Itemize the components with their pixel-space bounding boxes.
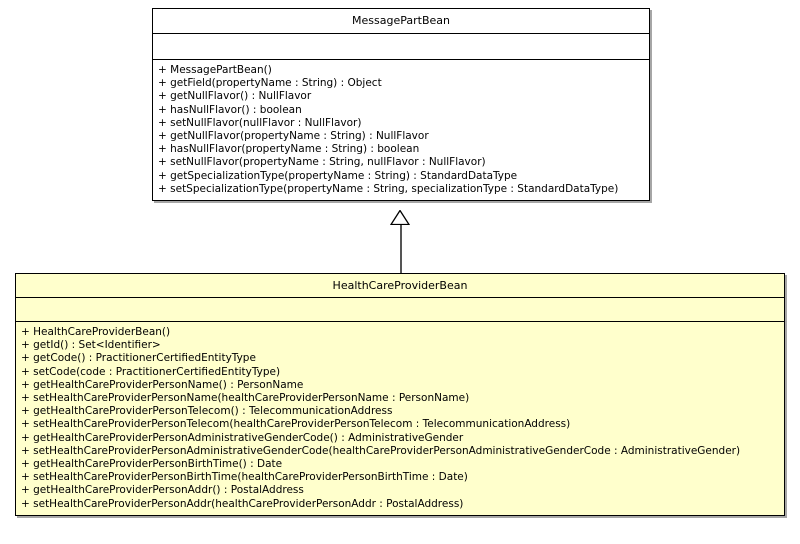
operation-line: + MessagePartBean() (158, 64, 272, 76)
operation-line: + setHealthCareProviderPersonAddr(health… (21, 497, 464, 510)
generalization-connector (380, 210, 424, 276)
operation-line: + hasNullFlavor(propertyName : String) :… (158, 143, 420, 156)
operation-line: + getId() : Set<Identifier> (21, 339, 161, 352)
operation-line: + setHealthCareProviderPersonTelecom(hea… (21, 418, 571, 431)
operation-line: + getHealthCareProviderPersonBirthTime()… (21, 458, 283, 471)
inheritance-triangle-icon (390, 210, 410, 225)
class-name-health-care-provider-bean: HealthCareProviderBean (16, 274, 784, 298)
operation-line: + hasNullFlavor() : boolean (158, 103, 302, 116)
class-box-message-part-bean[interactable]: MessagePartBean + MessagePartBean() + ge… (152, 8, 650, 202)
operation-line: + getCode() : PractitionerCertifiedEntit… (21, 352, 256, 365)
operation-line: + getHealthCareProviderPersonAddr() : Po… (21, 484, 304, 497)
operation-line: + HealthCareProviderBean() (21, 326, 171, 338)
operation-line: + getSpecializationType(propertyName : S… (158, 169, 518, 182)
operation-line: + setHealthCareProviderPersonName(health… (21, 392, 470, 405)
operation-line: + getHealthCareProviderPersonTelecom() :… (21, 405, 393, 418)
operation-line: + setHealthCareProviderPersonAdministrat… (21, 444, 741, 457)
operations-compartment-health-care-provider-bean: + HealthCareProviderBean() + getId() : S… (16, 322, 784, 515)
attributes-compartment-health-care-provider-bean (16, 298, 784, 322)
class-name-message-part-bean: MessagePartBean (153, 9, 649, 34)
operation-line: + getNullFlavor() : NullFlavor (158, 90, 312, 103)
operation-line: + setCode(code : PractitionerCertifiedEn… (21, 365, 281, 378)
operation-line: + setSpecializationType(propertyName : S… (158, 182, 619, 195)
operations-compartment-message-part-bean: + MessagePartBean() + getField(propertyN… (153, 60, 649, 200)
generalization-line (400, 224, 402, 276)
operation-line: + setHealthCareProviderPersonBirthTime(h… (21, 471, 468, 484)
operation-line: + setNullFlavor(propertyName : String, n… (158, 156, 486, 169)
operation-line: + getHealthCareProviderPersonName() : Pe… (21, 378, 304, 391)
operation-line: + setNullFlavor(nullFlavor : NullFlavor) (158, 116, 362, 129)
class-box-health-care-provider-bean[interactable]: HealthCareProviderBean + HealthCareProvi… (15, 273, 785, 516)
operation-line: + getHealthCareProviderPersonAdministrat… (21, 431, 464, 444)
attributes-compartment-message-part-bean (153, 34, 649, 60)
operation-line: + getField(propertyName : String) : Obje… (158, 77, 382, 90)
operation-line: + getNullFlavor(propertyName : String) :… (158, 130, 429, 143)
